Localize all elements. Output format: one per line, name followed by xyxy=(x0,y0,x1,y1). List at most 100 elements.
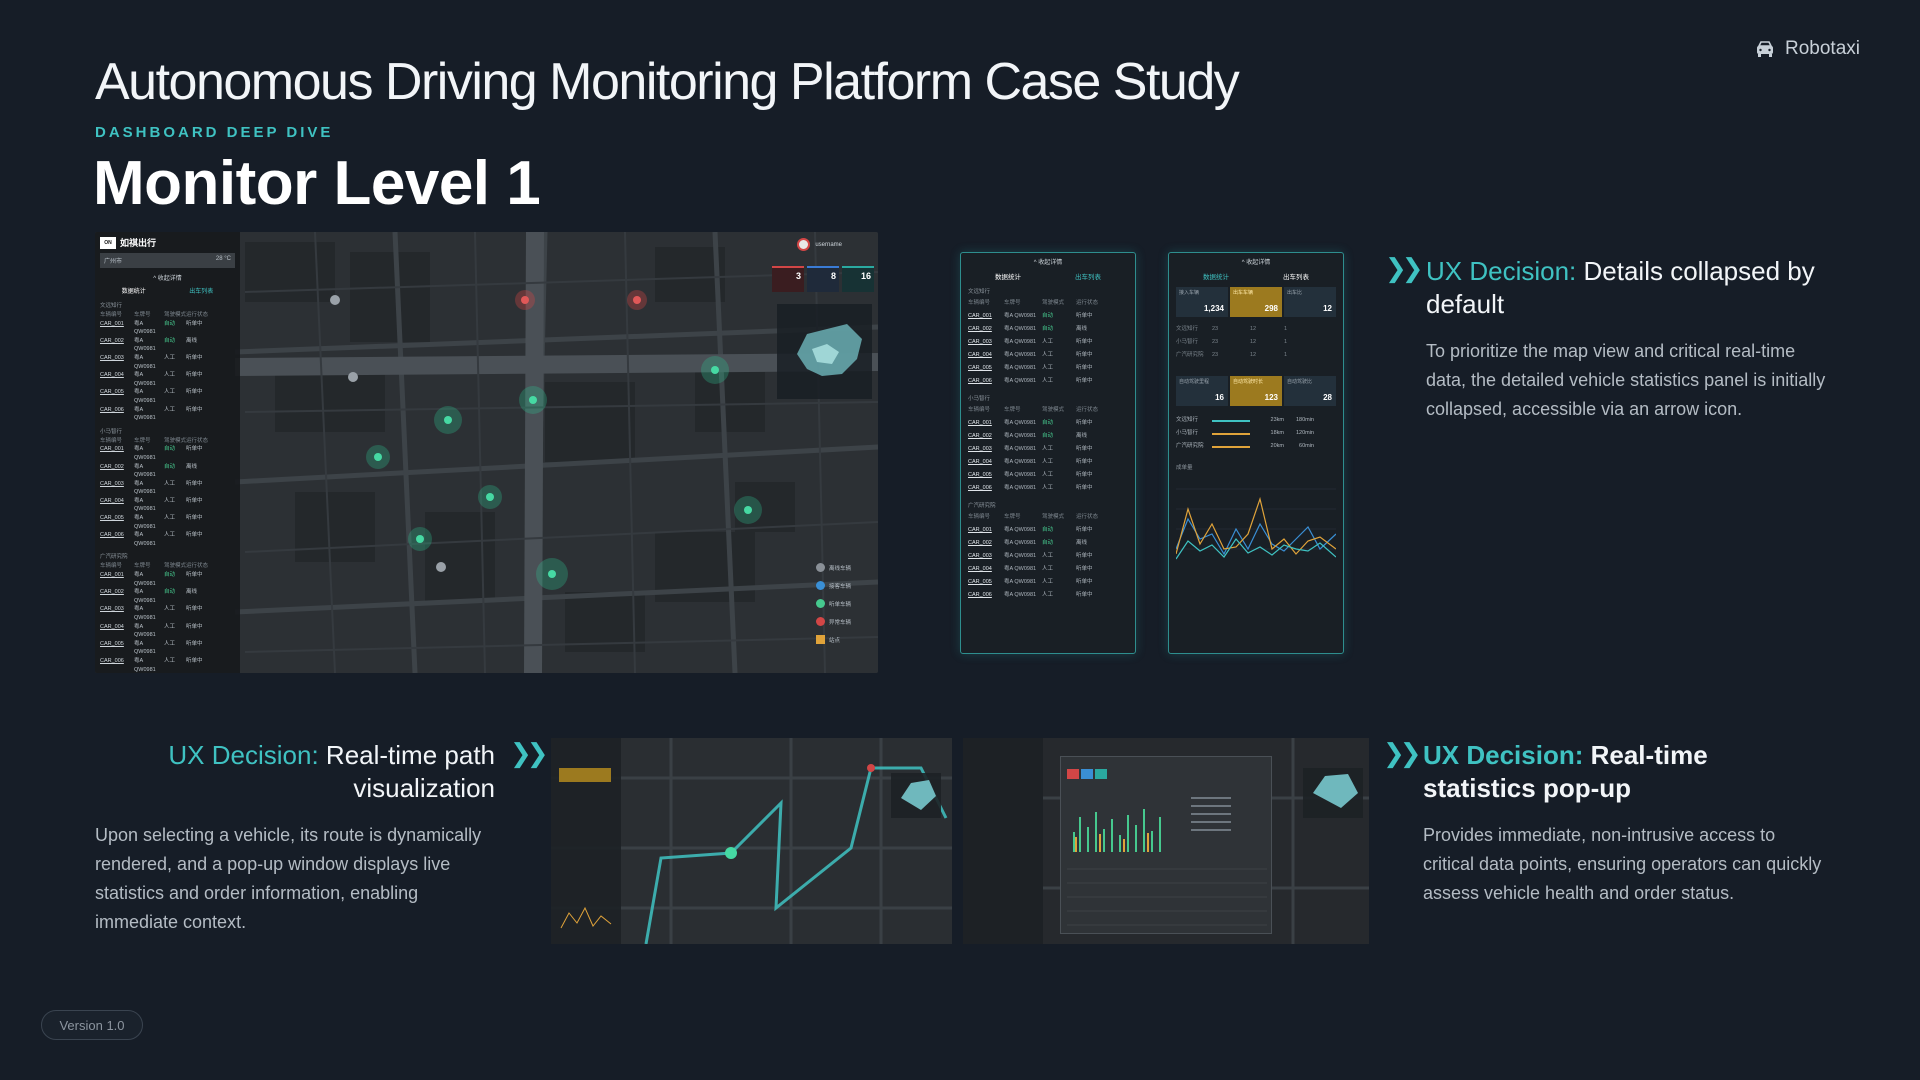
vehicle-id-link[interactable]: CAR_004 xyxy=(968,352,992,358)
region-minimap[interactable] xyxy=(777,304,872,399)
vehicle-id-link[interactable]: CAR_004 xyxy=(968,566,992,572)
vehicle-id-link[interactable]: CAR_001 xyxy=(100,446,124,453)
vehicle-id-link[interactable]: CAR_001 xyxy=(100,572,124,579)
collapse-toggle[interactable]: ^ 收起详情 xyxy=(1241,260,1271,266)
mode-cell: 人工 xyxy=(164,623,176,630)
user-menu[interactable]: username xyxy=(797,238,842,251)
vehicle-id-link[interactable]: CAR_004 xyxy=(100,497,124,504)
vehicle-id-link[interactable]: CAR_003 xyxy=(968,339,992,345)
tab-vehicle-list[interactable]: 出车列表 xyxy=(1075,274,1101,281)
vehicle-id-link[interactable]: CAR_006 xyxy=(968,592,992,598)
double-chevron-icon: ❯❯ xyxy=(1383,738,1422,768)
city-selector[interactable]: 广州市 28 °C xyxy=(100,253,235,268)
vehicle-id-link[interactable]: CAR_006 xyxy=(100,406,124,413)
vehicle-id-link[interactable]: CAR_001 xyxy=(968,527,992,533)
vehicle-id-link[interactable]: CAR_005 xyxy=(968,472,992,478)
plate-cell: 粤A QW0981 xyxy=(1004,527,1037,533)
group-label: 小马智行 xyxy=(968,396,991,402)
vehicle-id-link[interactable]: CAR_004 xyxy=(100,372,124,379)
map-legend: 离线车辆 接客车辆 听单车辆 异常车辆 站点 xyxy=(816,563,874,653)
ux-body: To prioritize the map view and critical … xyxy=(1426,341,1826,419)
vehicle-id-link[interactable]: CAR_004 xyxy=(968,459,992,465)
vehicle-id-link[interactable]: CAR_003 xyxy=(100,606,124,613)
vehicle-id-link[interactable]: CAR_006 xyxy=(968,485,992,491)
mode-cell: 自动 xyxy=(164,446,176,453)
vehicle-id-link[interactable]: CAR_004 xyxy=(100,623,124,630)
vehicle-id-link[interactable]: CAR_006 xyxy=(100,657,124,664)
plate-cell: 粤A QW0981 xyxy=(134,657,156,673)
tab-statistics[interactable]: 数据统计 xyxy=(995,274,1021,281)
vehicle-id-link[interactable]: CAR_006 xyxy=(968,378,992,384)
vehicle-id-link[interactable]: CAR_005 xyxy=(968,579,992,585)
vehicle-id-link[interactable]: CAR_002 xyxy=(968,326,992,332)
tab-statistics[interactable]: 数据统计 xyxy=(121,289,146,295)
vehicle-id-link[interactable]: CAR_005 xyxy=(968,365,992,371)
collapse-toggle[interactable]: ^ 收起详情 xyxy=(1033,260,1063,266)
vehicle-id-link[interactable]: CAR_003 xyxy=(100,480,124,487)
vehicle-id-link[interactable]: CAR_005 xyxy=(100,515,124,522)
stats-popup[interactable] xyxy=(1060,756,1272,934)
vehicle-id-link[interactable]: CAR_001 xyxy=(968,420,992,426)
vehicle-id-link[interactable]: CAR_005 xyxy=(100,389,124,396)
vehicle-id-link[interactable]: CAR_002 xyxy=(100,463,124,470)
mode-cell: 人工 xyxy=(1042,485,1054,491)
plate-cell: 粤A QW0981 xyxy=(1004,472,1037,478)
vehicle-id-link[interactable]: CAR_001 xyxy=(968,313,992,319)
stat-card[interactable]: 8 xyxy=(807,266,839,292)
stat-card[interactable]: 3 xyxy=(772,266,804,292)
eyebrow-label: DASHBOARD DEEP DIVE xyxy=(95,124,334,141)
tab-vehicle-list[interactable]: 出车列表 xyxy=(1283,274,1309,281)
vehicle-id-link[interactable]: CAR_002 xyxy=(100,589,124,596)
tab-vehicle-list[interactable]: 出车列表 xyxy=(189,289,214,295)
vehicle-id-link[interactable]: CAR_001 xyxy=(100,320,124,327)
vehicle-id-link[interactable]: CAR_005 xyxy=(100,640,124,647)
collapse-toggle[interactable]: ^ 收起详情 xyxy=(153,276,182,282)
stat-card[interactable]: 16 xyxy=(842,266,874,292)
vehicle-id-link[interactable]: CAR_003 xyxy=(968,553,992,559)
vehicle-id-link[interactable]: CAR_002 xyxy=(968,540,992,546)
vehicle-id-link[interactable]: CAR_002 xyxy=(100,337,124,344)
tab-statistics[interactable]: 数据统计 xyxy=(1203,274,1229,281)
vehicle-id-link[interactable]: CAR_003 xyxy=(100,354,124,361)
vehicle-id-link[interactable]: CAR_002 xyxy=(968,433,992,439)
vehicle-id-link[interactable]: CAR_006 xyxy=(100,532,124,539)
vehicle-id-link[interactable]: CAR_003 xyxy=(968,446,992,452)
